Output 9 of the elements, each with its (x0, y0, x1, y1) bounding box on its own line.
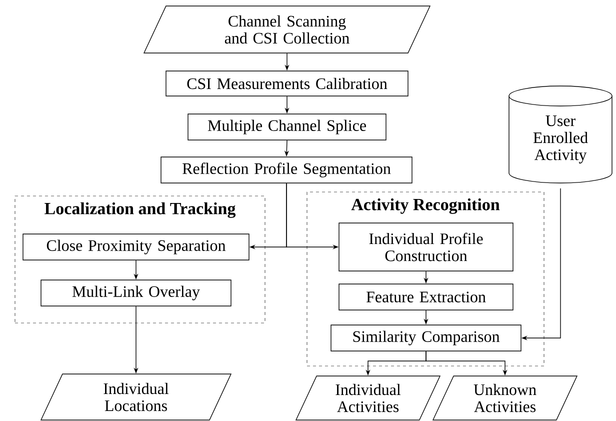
process-box: Close Proximity Separation (22, 234, 250, 260)
storage-cylinder: User Enrolled Activity (508, 86, 612, 184)
process-box: Individual Profile Construction (338, 222, 514, 272)
process-box: Multiple Channel Splice (188, 114, 386, 140)
process-box: Multi-Link Overlay (40, 280, 232, 306)
process-box: CSI Measurements Calibration (166, 70, 408, 96)
process-box: Reflection Profile Segmentation (160, 156, 412, 184)
process-box: Feature Extraction (338, 284, 514, 310)
process-box: Similarity Comparison (330, 324, 522, 352)
